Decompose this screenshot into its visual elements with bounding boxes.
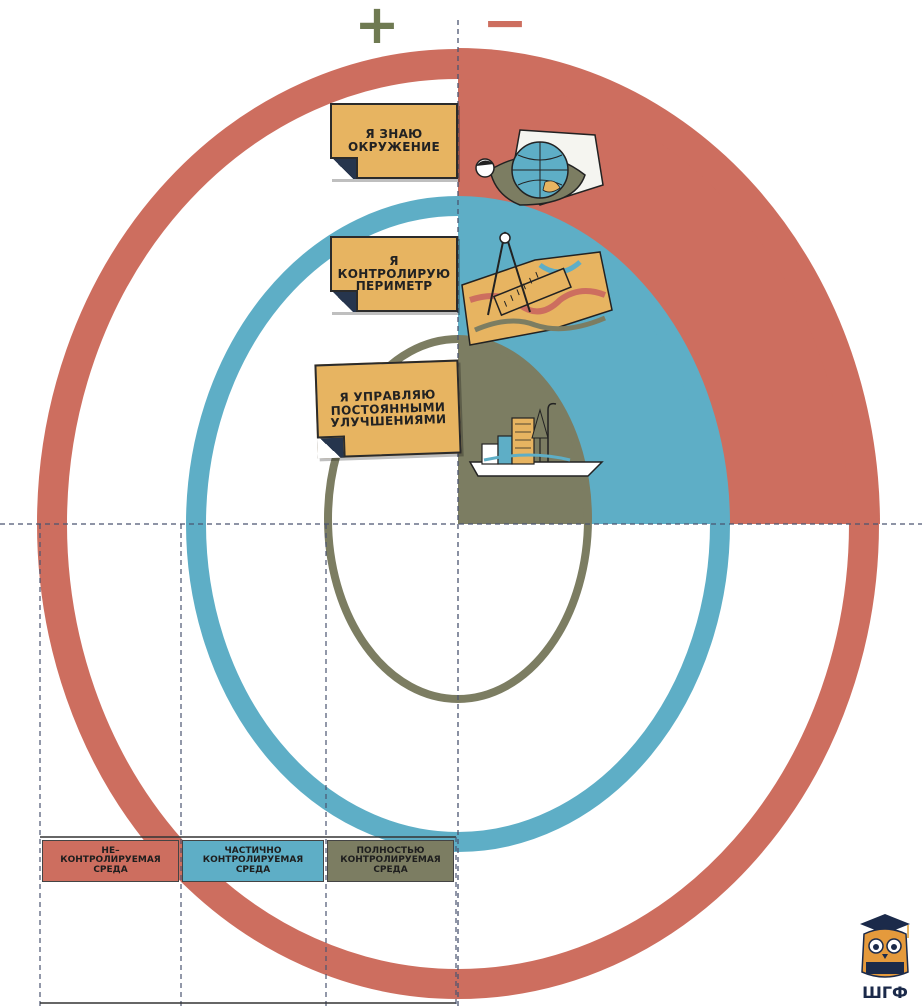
note-control-perimeter-text: Я КОНТРОЛИРУЮ ПЕРИМЕТР — [337, 254, 451, 294]
note-continuous-improvement: Я УПРАВЛЯЮ ПОСТОЯННЫМИ УЛУЧШЕНИЯМИ — [314, 359, 462, 459]
note-continuous-improvement-text: Я УПРАВЛЯЮ ПОСТОЯННЫМИ УЛУЧШЕНИЯМИ — [330, 387, 447, 431]
note-know-environment: Я ЗНАЮ ОКРУЖЕНИЕ — [330, 103, 458, 179]
legend-fully-controlled: ПОЛНОСТЬЮ КОНТРОЛИРУЕМАЯ СРЕДА — [327, 840, 454, 882]
owl-logo-icon — [860, 914, 910, 978]
legend-partially-controlled: ЧАСТИЧНО КОНТРОЛИРУЕМАЯ СРЕДА — [182, 840, 324, 882]
legend-uncontrolled: НЕ–КОНТРОЛИРУЕМАЯ СРЕДА — [42, 840, 179, 882]
minus-sign: − — [482, 0, 528, 54]
logo-text: ШГФ — [862, 983, 908, 1002]
note-fold-corner — [330, 290, 358, 312]
legend-fully-controlled-label: ПОЛНОСТЬЮ КОНТРОЛИРУЕМАЯ СРЕДА — [340, 845, 441, 875]
legend-partially-controlled-label: ЧАСТИЧНО КОНТРОЛИРУЕМАЯ СРЕДА — [202, 845, 304, 875]
note-control-perimeter: Я КОНТРОЛИРУЮ ПЕРИМЕТР — [330, 236, 458, 312]
note-fold-corner — [330, 157, 358, 179]
factory-icon — [468, 402, 604, 477]
owl-logo: ШГФ — [852, 912, 918, 1002]
note-fold-corner — [316, 435, 346, 459]
plus-sign: + — [354, 0, 400, 56]
globe-icon — [475, 129, 604, 206]
legend-uncontrolled-label: НЕ–КОНТРОЛИРУЕМАЯ СРЕДА — [60, 845, 161, 875]
map-compass-icon — [461, 231, 613, 346]
note-know-environment-text: Я ЗНАЮ ОКРУЖЕНИЕ — [348, 127, 440, 154]
